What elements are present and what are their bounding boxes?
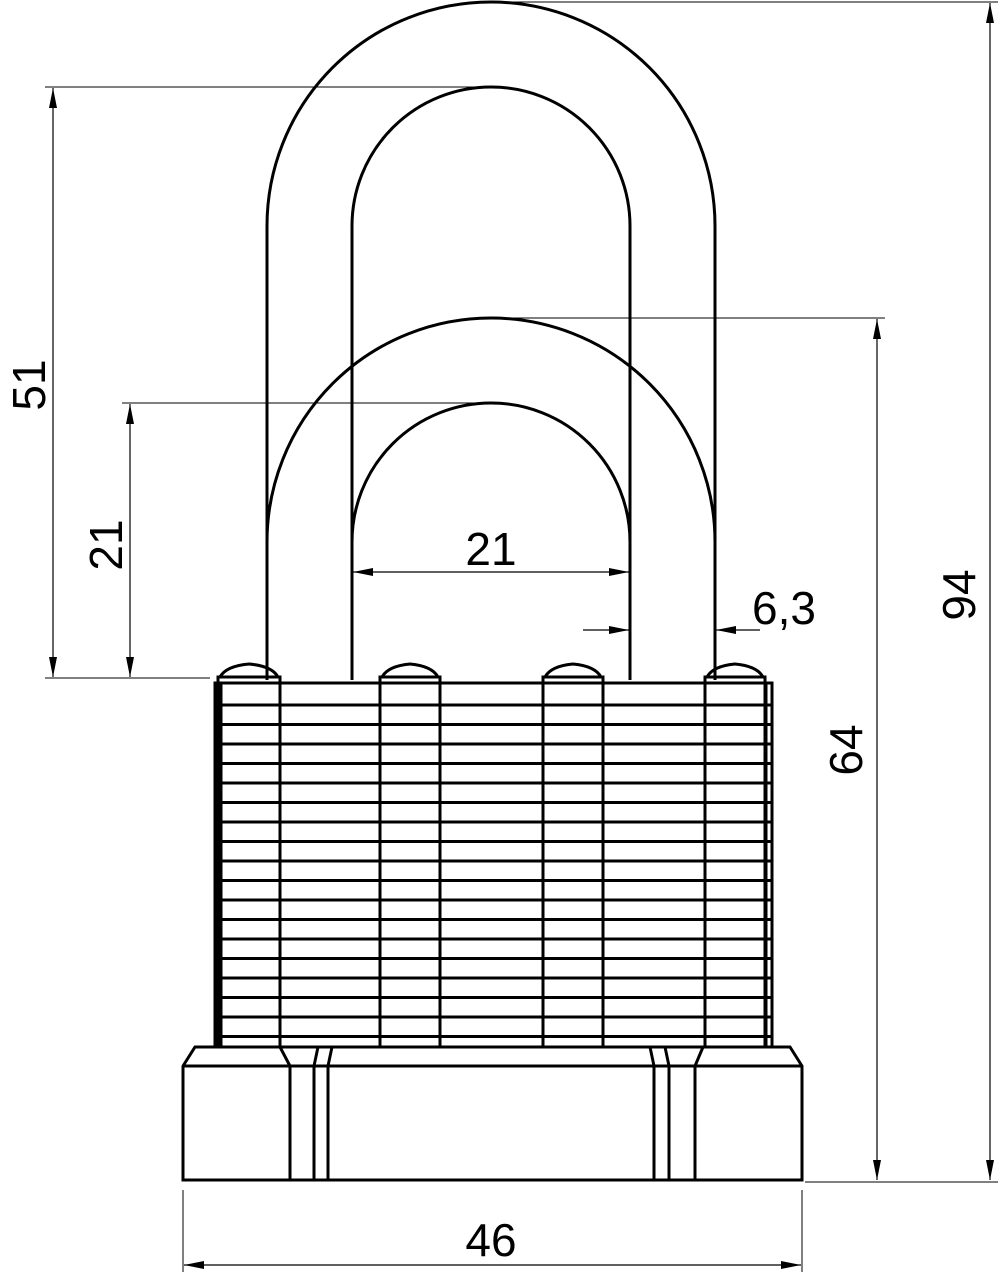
- rivet: [703, 662, 767, 1047]
- lock-body: [213, 662, 774, 1049]
- short-shackle: [265, 316, 717, 543]
- dim-label-51: 51: [3, 359, 55, 410]
- dimension-lines: [49, 3, 994, 1269]
- dim-label-6-3: 6,3: [752, 582, 816, 634]
- rivet: [541, 662, 605, 1047]
- dim-label-94: 94: [933, 569, 985, 620]
- rivet: [216, 662, 282, 1047]
- dim-label-21-horizontal: 21: [465, 523, 516, 575]
- rivets: [216, 662, 767, 1047]
- dim-label-21-vertical: 21: [80, 519, 132, 570]
- dim-label-46: 46: [465, 1214, 516, 1266]
- laminations: [215, 703, 772, 1038]
- lock-base: [181, 1045, 804, 1182]
- extension-lines: [45, 1, 998, 1272]
- dim-label-64: 64: [820, 724, 872, 775]
- long-shackle: [265, 0, 717, 680]
- rivet: [378, 662, 442, 1047]
